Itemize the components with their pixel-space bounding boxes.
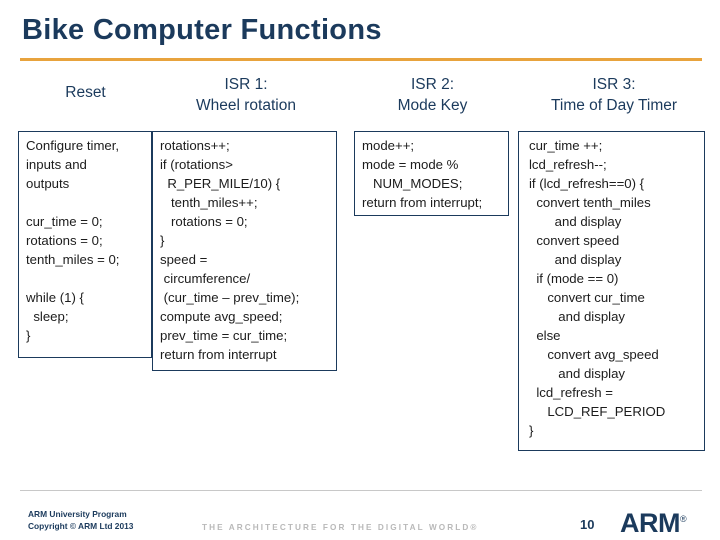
code-box-isr3: cur_time ++; lcd_refresh--;if (lcd_refres…	[518, 131, 705, 451]
code-line: rotations = 0;	[160, 214, 248, 229]
code-line: if (lcd_refresh==0) {	[529, 176, 645, 191]
code-line: lcd_refresh =	[529, 385, 613, 400]
code-line: and display	[529, 366, 626, 381]
column-header-isr3-line1: ISR 3:	[592, 76, 636, 93]
code-line: and display	[529, 309, 626, 324]
footer-credits-line1: ARM University Program	[28, 509, 127, 519]
code-box-reset: Configure timer, inputs and outputs cur_ti…	[18, 131, 152, 358]
footer-tagline: THE ARCHITECTURE FOR THE DIGITAL WORLD®	[202, 523, 479, 532]
code-line: and display	[529, 252, 622, 267]
code-line: rotations++;	[160, 138, 230, 153]
column-header-isr1-line1: ISR 1:	[224, 76, 268, 93]
column-header-isr3-line2: Time of Day Timer	[550, 97, 678, 114]
code-line	[26, 269, 145, 288]
footer-credits: ARM University Program Copyright © ARM L…	[28, 508, 133, 532]
code-line: convert tenth_miles	[529, 195, 651, 210]
code-line: mode++;	[362, 138, 415, 153]
code-line: return from interrupt;	[362, 195, 483, 210]
code-line: tenth_miles = 0;	[26, 252, 120, 267]
code-line: convert cur_time	[529, 290, 645, 305]
code-line: if (mode == 0)	[529, 271, 619, 286]
code-line: and display	[529, 214, 622, 229]
column-header-isr2-line1: ISR 2:	[410, 76, 455, 93]
code-line: tenth_miles++;	[160, 195, 258, 210]
code-line: LCD_REF_PERIOD	[529, 404, 666, 419]
code-line: NUM_MODES;	[362, 176, 463, 191]
code-line: (cur_time – prev_time);	[160, 290, 300, 305]
code-box-isr1: rotations++; if (rotations> R_PER_MILE/10…	[152, 131, 337, 371]
code-line	[26, 193, 145, 212]
column-header-isr1-line2: Wheel rotation	[196, 97, 296, 114]
title-divider	[20, 58, 702, 61]
code-line: mode = mode %	[362, 157, 459, 172]
code-line: cur_time = 0;	[26, 214, 103, 229]
page-number: 10	[580, 517, 595, 532]
code-line: cur_time ++;	[529, 138, 603, 153]
column-header-isr2: ISR 2: Mode Key	[355, 74, 510, 116]
code-line: }	[26, 328, 31, 343]
arm-logo: ARM®	[620, 508, 687, 539]
code-line: Configure timer,	[26, 138, 120, 153]
code-line: inputs and	[26, 157, 87, 172]
column-header-isr1: ISR 1: Wheel rotation	[155, 74, 337, 116]
arm-logo-text: ARM	[620, 508, 681, 538]
code-line: speed =	[160, 252, 208, 267]
code-line: convert avg_speed	[529, 347, 659, 362]
page-title: Bike Computer Functions	[22, 14, 382, 46]
column-header-reset-line1: Reset	[65, 84, 106, 101]
arm-logo-registered: ®	[680, 514, 687, 524]
code-line: outputs	[26, 176, 70, 191]
code-line: }	[529, 423, 534, 438]
code-line: if (rotations>	[160, 157, 233, 172]
code-line: rotations = 0;	[26, 233, 103, 248]
code-line: sleep;	[26, 309, 69, 324]
code-line: while (1) {	[26, 290, 84, 305]
code-line: return from interrupt	[160, 347, 277, 362]
footer-divider	[20, 490, 702, 491]
code-line: compute avg_speed;	[160, 309, 283, 324]
code-box-isr2: mode++; mode = mode % NUM_MODES;return fr…	[354, 131, 509, 216]
code-line: R_PER_MILE/10) {	[160, 176, 281, 191]
code-line: }	[160, 233, 165, 248]
column-header-isr2-line2: Mode Key	[397, 97, 468, 114]
code-line: convert speed	[529, 233, 620, 248]
code-line: lcd_refresh--;	[529, 157, 607, 172]
footer-credits-line2: Copyright © ARM Ltd 2013	[28, 521, 134, 531]
column-header-isr3: ISR 3: Time of Day Timer	[518, 74, 710, 116]
code-line: prev_time = cur_time;	[160, 328, 288, 343]
code-line: else	[529, 328, 561, 343]
column-header-reset: Reset	[18, 82, 153, 103]
code-line: circumference/	[160, 271, 251, 286]
